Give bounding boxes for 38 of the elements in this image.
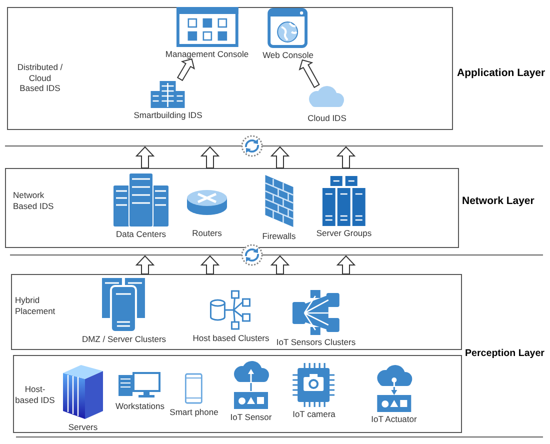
block-arrow	[135, 146, 155, 168]
layer-caption: Network Based IDS	[13, 190, 55, 212]
layer-caption: Hybrid Placement	[15, 295, 56, 316]
layer-panel	[13, 355, 462, 433]
device-label: IoT camera	[292, 409, 336, 419]
device-label: Data Centers	[116, 229, 166, 239]
device-label: Host based Clusters	[192, 333, 270, 343]
layer-caption: Distributed / Cloud Based IDS	[17, 62, 63, 94]
block-arrow	[200, 146, 220, 168]
device-label: Cloud IDS	[308, 113, 346, 123]
layer-title: Network Layer	[462, 195, 534, 207]
block-arrow	[176, 58, 195, 82]
layer-panel	[7, 7, 453, 130]
device-label: IoT Sensor	[230, 412, 272, 422]
device-label: Firewalls	[262, 231, 296, 241]
block-arrow	[336, 255, 356, 274]
block-arrow	[200, 255, 220, 274]
layer-panel	[11, 274, 462, 350]
device-label: Servers	[68, 422, 98, 432]
block-arrow	[270, 146, 290, 168]
device-label: Workstations	[116, 401, 164, 411]
device-label: IoT Sensors Clusters	[276, 337, 356, 347]
layer-title: Application Layer	[457, 67, 546, 79]
layer-title: Perception Layer	[465, 348, 544, 359]
device-label: Smartbuilding IDS	[134, 110, 202, 120]
block-arrow	[298, 59, 320, 88]
device-label: Server Groups	[316, 228, 372, 238]
block-arrow	[135, 255, 155, 274]
device-label: Web Console	[262, 50, 314, 60]
device-label: Management Console	[165, 49, 249, 59]
device-label: IoT Actuator	[371, 414, 417, 424]
device-label: DMZ / Server Clusters	[82, 334, 166, 344]
block-arrow	[270, 255, 290, 274]
layer-caption: Host-based IDS	[15, 384, 55, 406]
device-label: Routers	[192, 228, 222, 238]
layer-panel	[5, 168, 459, 248]
block-arrow	[336, 146, 356, 168]
device-label: Smart phone	[170, 407, 218, 417]
